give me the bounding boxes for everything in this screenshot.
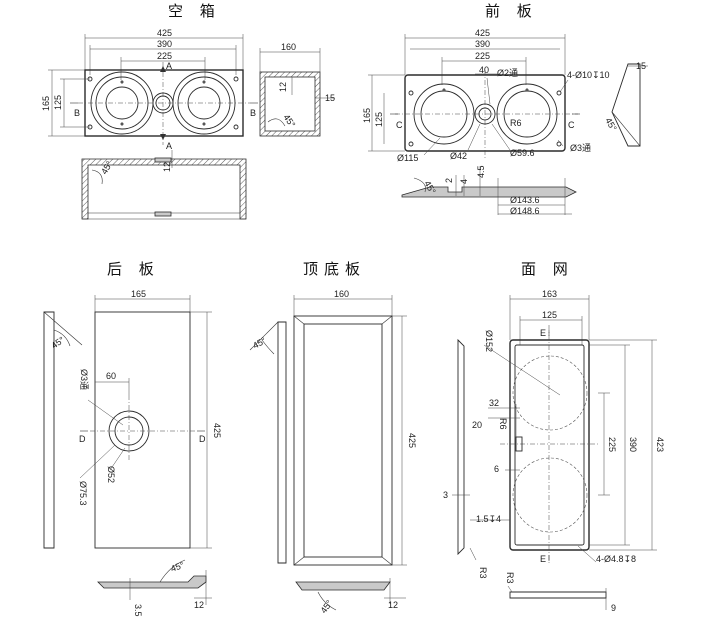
front-section-c-left: C [396,120,403,130]
topbottom-dim-425: 425 [407,433,417,448]
grille-radius-3a: R3 [478,567,488,579]
back-diameter-75-3: Ø75.3 [78,481,88,506]
grille-dim-32: 32 [489,398,499,408]
box-section-b-right: B [250,108,256,118]
title-topbottom: 顶底板 [303,260,366,278]
box-side-dim-15: 15 [325,93,335,103]
back-dim-425: 425 [212,423,222,438]
grille-diameter-152: Ø152 [484,330,494,352]
grille-dim-1-5: 1.5↧4 [476,514,501,524]
box-side-dim-160: 160 [281,42,296,52]
back-section-d-right: D [199,434,206,444]
grille-dim-20: 20 [472,420,482,430]
grille-dim-3: 3 [443,490,448,500]
back-panel-view [43,295,212,605]
grille-holes-4: 4-Ø4.8↧8 [596,554,636,564]
back-profile-angle: 45° [169,560,186,574]
topbottom-bevel-angle: 45° [251,335,268,351]
box-dim-165: 165 [41,96,51,111]
grille-dim-390: 390 [628,437,638,452]
front-dim-125: 125 [374,112,384,127]
grille-dim-225: 225 [607,437,617,452]
front-diameter-115: Ø115 [397,153,418,163]
front-dim-4-5: 4.5 [476,165,486,178]
title-box: 空 箱 [168,2,221,20]
title-grille: 面 网 [521,260,574,278]
box-section-b-left: B [74,108,80,118]
box-side-dim-12: 12 [278,82,288,92]
grille-dim-125: 125 [542,310,557,320]
front-diameter-59-6: Ø59.6 [510,148,535,158]
front-holes-4: 4-Ø10↧10 [567,70,610,80]
back-hole-3: Ø3通 [79,369,89,390]
title-back: 后 板 [107,260,160,278]
front-diameter-148-6: Ø148.6 [510,206,540,216]
front-dim-225: 225 [475,51,490,61]
topbottom-dim-12: 12 [388,600,398,610]
front-radius-6: R6 [510,118,522,128]
front-dim-40: 40 [479,65,489,75]
front-hole-2: Ø2通 [497,68,518,78]
box-front-view [48,34,258,168]
box-section-view [81,157,247,220]
grille-section-e-top: E [540,328,546,338]
front-dim-2: 2 [444,178,454,183]
back-diameter-52: Ø52 [106,466,116,483]
back-section-d-left: D [79,434,86,444]
topbottom-profile-angle: 45° [318,598,334,615]
title-front: 前 板 [485,2,538,20]
grille-dim-163: 163 [542,289,557,299]
grille-view [452,295,657,610]
front-section-c-right: C [568,120,575,130]
back-dim-165: 165 [131,289,146,299]
box-dim-425: 425 [157,28,172,38]
front-diameter-143-6: Ø143.6 [510,195,540,205]
front-dim-165: 165 [362,108,372,123]
grille-radius-3b: R3 [505,572,515,584]
back-dim-60: 60 [106,371,116,381]
box-dim-225: 225 [157,51,172,61]
back-bevel-angle: 45° [49,334,66,350]
front-dim-390: 390 [475,39,490,49]
front-dim-425: 425 [475,28,490,38]
box-dim-12-b: 12 [162,162,172,172]
box-dim-390: 390 [157,39,172,49]
topbottom-dim-160: 160 [334,289,349,299]
front-dim-4: 4 [459,179,469,184]
box-section-a-bottom: A [166,141,172,151]
front-hole-3: Ø3通 [570,143,591,153]
front-dim-15: 15 [636,61,646,71]
box-dim-125: 125 [53,95,63,110]
grille-radius-6: R6 [498,418,508,430]
grille-dim-9: 9 [611,603,616,613]
box-section-a-top: A [166,61,172,71]
grille-dim-6: 6 [494,464,499,474]
grille-section-e-bottom: E [540,554,546,564]
front-section-profile [401,166,577,215]
front-diameter-42: Ø42 [450,151,467,161]
front-panel-view [368,34,648,160]
back-dim-12: 12 [194,600,204,610]
box-side-view [259,48,335,137]
back-dim-3-5: 3.5 [133,604,143,617]
grille-dim-423: 423 [655,437,665,452]
topbottom-panel-view [249,295,407,611]
front-bevel-angle: 45° [603,116,619,133]
